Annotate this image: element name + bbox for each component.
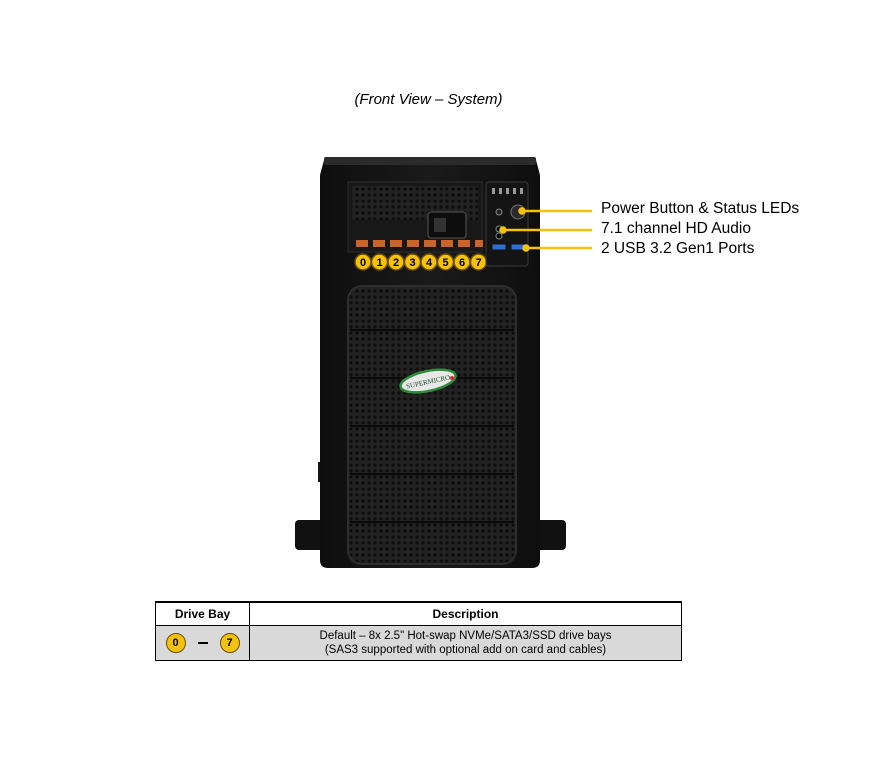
drive-bay-badge-2: 2 <box>387 253 405 271</box>
drive-bay-number: 3 <box>409 257 415 269</box>
callout-usb-ports: 2 USB 3.2 Gen1 Ports <box>601 240 755 257</box>
callout-hd-audio: 7.1 channel HD Audio <box>601 220 751 237</box>
callout-lines <box>499 207 592 252</box>
bay-start-badge: 0 <box>165 633 186 653</box>
range-dash <box>197 642 208 644</box>
table-header-row: Drive Bay Description <box>155 601 682 626</box>
header-description: Description <box>249 601 682 626</box>
supermicro-logo: SUPERMICRO <box>399 368 457 394</box>
bay-end-badge: 7 <box>219 633 240 653</box>
cell-description: Default – 8x 2.5" Hot-swap NVMe/SATA3/SS… <box>249 625 682 661</box>
drive-bay-number: 2 <box>393 257 399 269</box>
drive-bay-number: 5 <box>442 257 448 269</box>
drive-bay-number: 6 <box>459 257 465 269</box>
drive-bay-badge-6: 6 <box>453 253 471 271</box>
callout-power-button-leds: Power Button & Status LEDs <box>601 200 800 217</box>
drive-bay-number: 4 <box>426 257 433 269</box>
reset-button[interactable] <box>495 208 503 216</box>
drive-bay-number: 7 <box>475 257 481 269</box>
figure-caption: (Front View – System) <box>354 91 503 108</box>
front-io-panel <box>485 181 529 267</box>
header-drive-bay: Drive Bay <box>155 601 250 626</box>
drive-bay-badge-5: 5 <box>436 253 455 271</box>
drive-bay-badge-4: 4 <box>420 253 438 271</box>
drive-bay-number: 1 <box>376 257 382 269</box>
drive-bay-badge-0: 0 <box>354 253 372 271</box>
drive-bay-badge-3: 3 <box>403 253 422 271</box>
drive-bay-badge-7: 7 <box>469 253 488 271</box>
drive-bay-number: 0 <box>360 257 366 269</box>
drive-tray-latches <box>356 240 483 247</box>
description-line-1: Default – 8x 2.5" Hot-swap NVMe/SATA3/SS… <box>319 630 612 642</box>
usb-port-1[interactable] <box>491 243 507 251</box>
status-led-icons <box>492 188 523 194</box>
description-line-2: (SAS3 supported with optional add on car… <box>324 644 607 656</box>
drive-bay-badge-1: 1 <box>370 253 389 271</box>
audio-jack[interactable] <box>495 232 503 240</box>
